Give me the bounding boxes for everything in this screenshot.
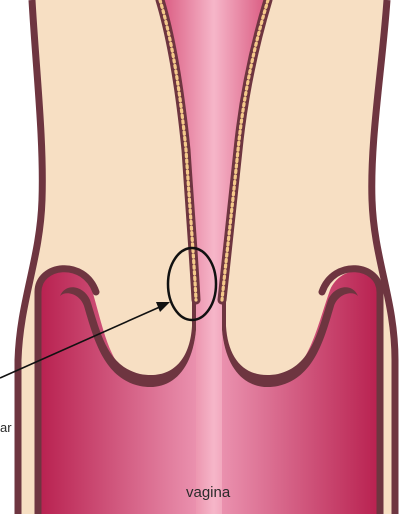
vagina-label: vagina: [186, 484, 230, 501]
cut-off-label: ar: [0, 420, 12, 435]
